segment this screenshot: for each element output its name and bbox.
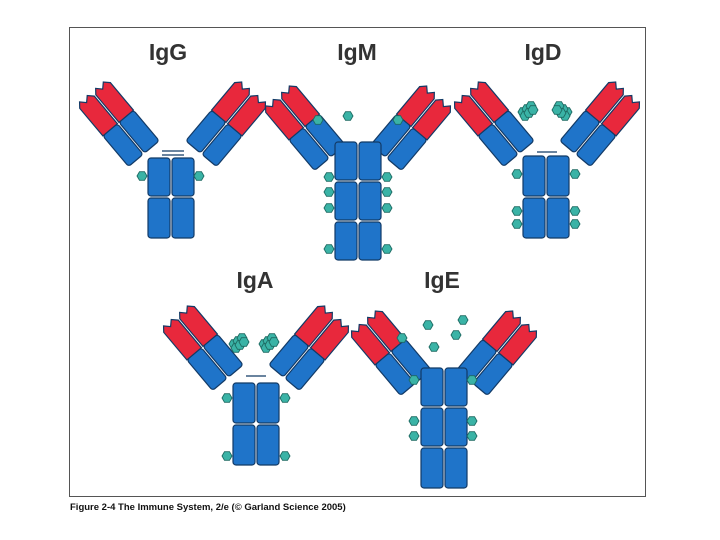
antibody-igd: IgD (450, 39, 644, 239)
figure-caption-label: Figure 2-4 (70, 502, 116, 513)
figure-frame (69, 27, 646, 497)
fab-arm-right (185, 78, 270, 168)
antibody-iga: IgA (159, 267, 353, 466)
figure-caption-source: The Immune System, 2/e (© Garland Scienc… (118, 502, 346, 513)
immunoglobulin-classes-diagram: IgG IgM (75, 39, 644, 489)
antibody-ige: IgE (347, 267, 541, 489)
figure-caption: Figure 2-4 The Immune System, 2/e (© Gar… (70, 502, 346, 513)
antibody-title-iga: IgA (236, 267, 273, 293)
antibody-igg: IgG (75, 39, 270, 239)
antibody-title-ige: IgE (424, 267, 460, 293)
fc-stem (232, 382, 280, 466)
glycans (511, 102, 581, 229)
fab-arm-right (370, 82, 455, 172)
fab-arm-left (261, 82, 346, 172)
fab-arm-left (75, 78, 160, 168)
antibody-title-igd: IgD (524, 39, 561, 65)
fc-stem (420, 367, 468, 489)
fab-arm-right (268, 302, 353, 392)
fab-arm-right (559, 78, 644, 168)
fc-stem (147, 157, 195, 239)
fab-arm-left (450, 78, 535, 168)
fc-stem (522, 155, 570, 239)
antibody-title-igm: IgM (337, 39, 377, 65)
antibody-igm: IgM (261, 39, 455, 261)
antibody-title-igg: IgG (149, 39, 187, 65)
fab-arm-left (347, 307, 432, 397)
fc-stem (334, 141, 382, 261)
